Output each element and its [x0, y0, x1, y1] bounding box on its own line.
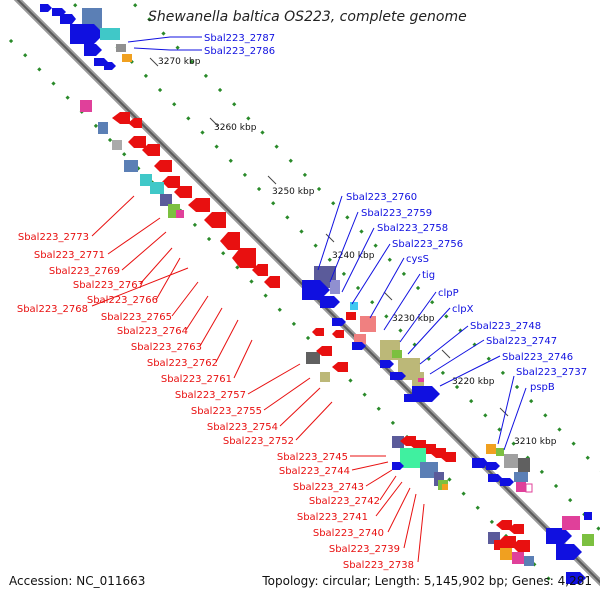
- gene-cluster-forward-right: [472, 444, 533, 493]
- gene-cluster-reverse-3: [392, 436, 456, 490]
- gene-label: Sbal223_2752: [223, 436, 294, 447]
- gene-label: Sbal223_2766: [87, 295, 158, 306]
- gene-label: Sbal223_2760: [346, 192, 417, 203]
- gene-label: Sbal223_2757: [175, 390, 246, 401]
- gene-label: Sbal223_2755: [191, 406, 262, 417]
- gene-label: Sbal223_2738: [343, 560, 414, 571]
- gene-label: Sbal223_2754: [207, 422, 278, 433]
- gene-cluster-forward-mid: [302, 266, 440, 402]
- gene-label: Sbal223_2739: [329, 544, 400, 555]
- gene-label: Sbal223_2765: [101, 312, 172, 323]
- gene-label: clpX: [452, 304, 474, 315]
- scale-tick-3210: 3210 kbp: [514, 437, 557, 447]
- scale-tick-3240: 3240 kbp: [332, 251, 375, 261]
- gene-label: Sbal223_2737: [516, 367, 587, 378]
- gene-cluster-reverse-2: [306, 328, 348, 382]
- gene-label: Sbal223_2762: [147, 358, 218, 369]
- gene-label: Sbal223_2759: [361, 208, 432, 219]
- gene-cluster-bottom: [488, 512, 594, 584]
- scale-tick-marks: [149, 57, 509, 417]
- topology-text: Topology: circular; Length: 5,145,902 bp…: [262, 574, 592, 588]
- gene-label: Sbal223_2773: [18, 232, 89, 243]
- gene-label: Sbal223_2768: [17, 304, 88, 315]
- gene-label: Sbal223_2787: [204, 33, 275, 44]
- gene-label: Sbal223_2744: [279, 466, 350, 477]
- gene-cluster-reverse-1: [80, 100, 280, 288]
- gene-label: Sbal223_2756: [392, 239, 463, 250]
- gene-label: Sbal223_2743: [293, 482, 364, 493]
- gene-cluster-top: [40, 4, 132, 70]
- gene-label: Sbal223_2763: [131, 342, 202, 353]
- gene-label: Sbal223_2758: [377, 223, 448, 234]
- gene-label: Sbal223_2746: [502, 352, 573, 363]
- gene-label: Sbal223_2748: [470, 321, 541, 332]
- gene-label: Sbal223_2761: [161, 374, 232, 385]
- gene-label: Sbal223_2767: [73, 280, 144, 291]
- scale-tick-3250: 3250 kbp: [272, 187, 315, 197]
- accession-text: Accession: NC_011663: [9, 574, 146, 588]
- genome-title: Shewanella baltica OS223, complete genom…: [148, 9, 467, 25]
- scale-tick-3260: 3260 kbp: [214, 123, 257, 133]
- gene-label: cysS: [406, 254, 429, 265]
- gene-label: Sbal223_2747: [486, 336, 557, 347]
- gene-label: Sbal223_2745: [277, 452, 348, 463]
- forward-callout-lines: [127, 36, 527, 451]
- gene-label: pspB: [530, 382, 555, 393]
- gene-label: clpP: [438, 288, 459, 299]
- gene-label: Sbal223_2742: [309, 496, 380, 507]
- gene-label: Sbal223_2764: [117, 326, 188, 337]
- gene-label: Sbal223_2771: [34, 250, 105, 261]
- scale-tick-3230: 3230 kbp: [392, 314, 435, 324]
- gene-label: Sbal223_2786: [204, 46, 275, 57]
- gene-label: tig: [422, 270, 435, 281]
- gene-label: Sbal223_2741: [297, 512, 368, 523]
- gene-label: Sbal223_2769: [49, 266, 120, 277]
- scale-tick-3270: 3270 kbp: [158, 57, 201, 67]
- gene-label: Sbal223_2740: [313, 528, 384, 539]
- scale-tick-3220: 3220 kbp: [452, 377, 495, 387]
- reverse-callout-lines: [91, 195, 425, 563]
